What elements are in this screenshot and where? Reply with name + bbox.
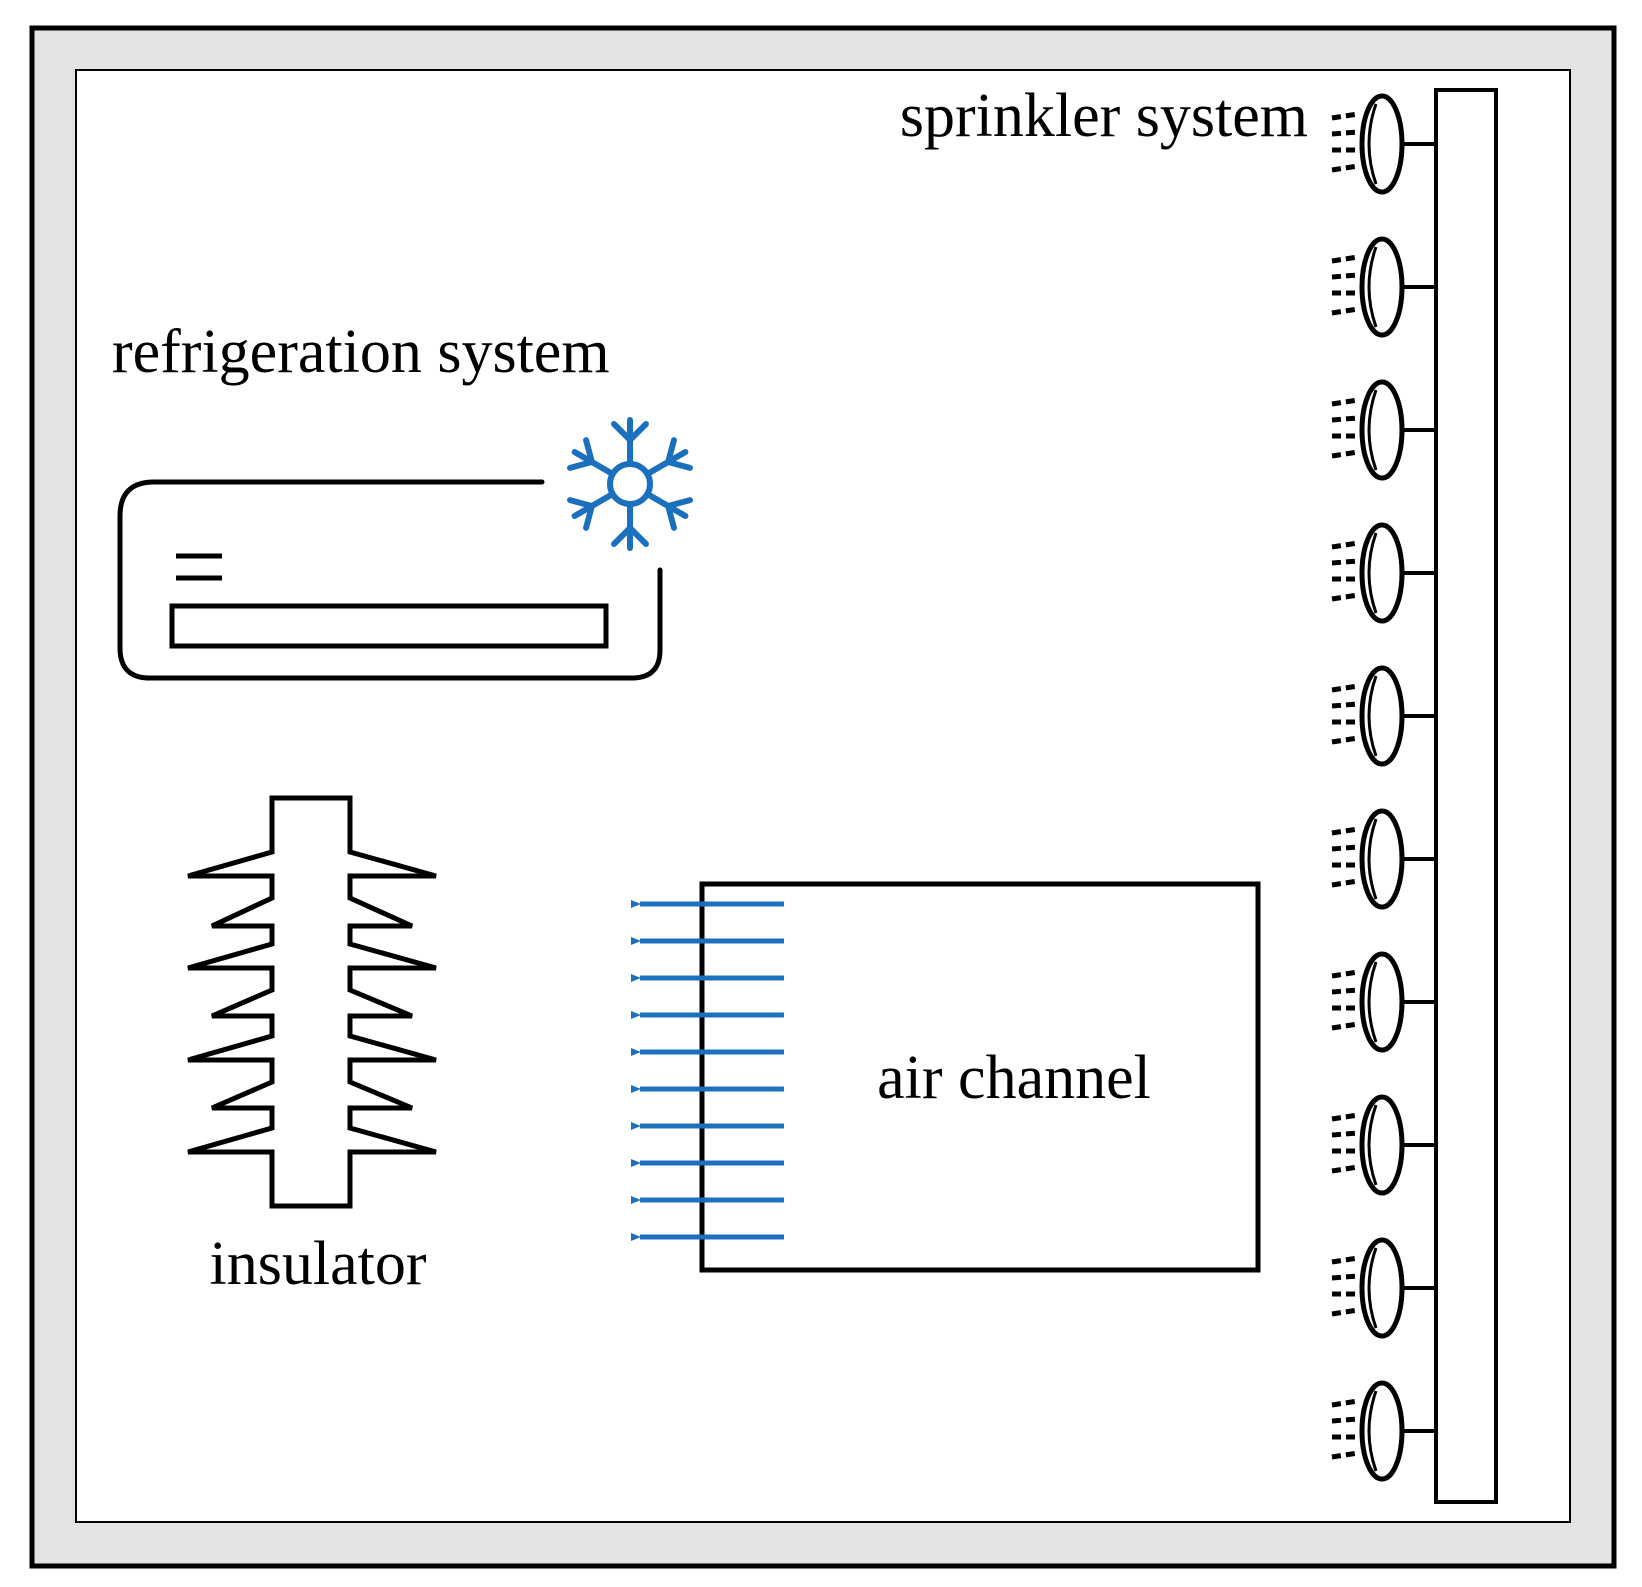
sprinkler-nozzle-icon bbox=[1331, 522, 1436, 624]
insulator-body bbox=[187, 795, 437, 1209]
sprinkler-nozzle-icon bbox=[1331, 808, 1436, 910]
sprinkler-nozzle-icon bbox=[1331, 1237, 1436, 1339]
sprinkler-pipe bbox=[1434, 88, 1498, 1504]
insulator: insulator bbox=[187, 795, 437, 1298]
air-channel-box bbox=[699, 881, 1261, 1273]
ac-unit-body bbox=[117, 479, 663, 681]
enclosure-frame bbox=[29, 25, 1617, 1569]
insulator-label: insulator bbox=[210, 1230, 427, 1298]
sprinkler-system-label: sprinkler system bbox=[900, 82, 1308, 150]
snowflake-icon bbox=[567, 417, 693, 551]
airflow-arrows bbox=[631, 900, 784, 1241]
sprinkler-nozzle-icon bbox=[1331, 236, 1436, 338]
sprinkler-nozzles bbox=[1331, 93, 1436, 1482]
sprinkler-nozzle-icon bbox=[1331, 93, 1436, 195]
sprinkler-nozzle-icon bbox=[1331, 951, 1436, 1053]
sprinkler-nozzle-icon bbox=[1331, 1380, 1436, 1482]
sprinkler-nozzle-icon bbox=[1331, 665, 1436, 767]
air-channel-label: air channel bbox=[877, 1044, 1151, 1112]
refrigeration-system-label: refrigeration system bbox=[112, 318, 610, 386]
refrigeration-system: refrigeration system bbox=[112, 318, 693, 681]
sprinkler-system: sprinkler system bbox=[900, 82, 1498, 1504]
air-channel: air channel bbox=[631, 881, 1261, 1273]
ac-air-vent bbox=[169, 603, 609, 649]
sprinkler-nozzle-icon bbox=[1331, 1094, 1436, 1196]
sprinkler-nozzle-icon bbox=[1331, 379, 1436, 481]
